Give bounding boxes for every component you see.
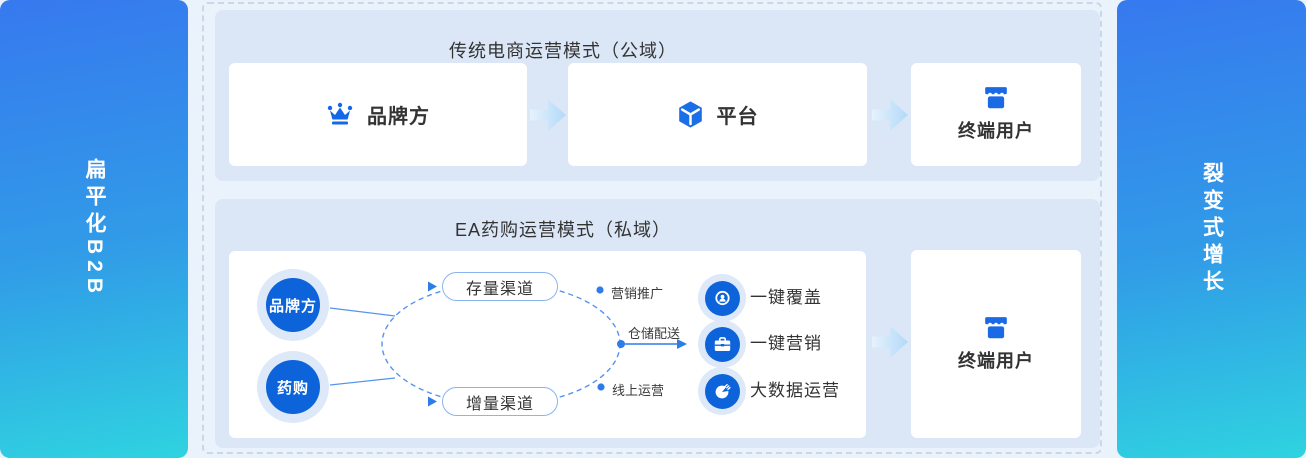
one-key-marketing-label: 一键营销 — [750, 334, 822, 353]
right-banner: 裂变式增长 — [1117, 0, 1306, 458]
marketing-promo-label: 营销推广 — [611, 286, 664, 301]
brand-node: 品牌方 — [266, 278, 320, 332]
online-operation-label: 线上运营 — [612, 383, 665, 398]
flow-card: 品牌方 药购 存量渠道 增量渠道 营销推广 仓储配送 线上运营 — [229, 251, 866, 438]
private-domain-panel: EA药购运营模式（私域） 品牌方 — [215, 199, 1100, 448]
badge-person-icon — [713, 289, 732, 308]
cube-icon — [677, 101, 704, 128]
brand-card: 品牌方 — [229, 63, 527, 166]
briefcase-icon — [713, 336, 732, 353]
right-banner-label: 裂变式增长 — [1200, 161, 1224, 297]
left-banner: 扁平化B2B — [0, 0, 188, 458]
storefront-icon — [983, 86, 1009, 110]
pie-data-icon — [713, 382, 732, 401]
incremental-channel-pill: 增量渠道 — [442, 387, 558, 416]
end-user-card-top: 终端用户 — [911, 63, 1081, 166]
end-user-card-bottom-label: 终端用户 — [958, 350, 1034, 371]
public-domain-title: 传统电商运营模式（公域） — [449, 41, 677, 61]
pharma-node: 药购 — [266, 360, 320, 414]
one-key-coverage-label: 一键覆盖 — [750, 288, 822, 307]
end-user-card-bottom: 终端用户 — [911, 250, 1081, 438]
flow-arrow-brand-to-platform — [530, 99, 566, 131]
existing-channel-label: 存量渠道 — [465, 280, 534, 298]
private-domain-title: EA药购运营模式（私域） — [454, 220, 671, 240]
platform-card: 平台 — [568, 63, 867, 166]
one-key-marketing-circle — [705, 327, 740, 362]
incremental-channel-label: 增量渠道 — [465, 395, 534, 413]
warehouse-delivery-label: 仓储配送 — [628, 326, 681, 341]
pharma-node-label: 药购 — [276, 379, 309, 397]
big-data-label: 大数据运营 — [750, 381, 840, 400]
storefront-icon — [983, 316, 1009, 340]
brand-node-label: 品牌方 — [268, 297, 317, 315]
flow-arrow-platform-to-user — [872, 99, 908, 131]
crown-icon — [326, 102, 354, 127]
dashed-frame — [202, 2, 1102, 454]
public-domain-panel: 传统电商运营模式（公域） 品牌方 — [215, 10, 1100, 181]
flow-arrow-to-end-user — [872, 326, 908, 358]
big-data-circle — [705, 374, 740, 409]
existing-channel-pill: 存量渠道 — [442, 272, 558, 301]
left-banner-label: 扁平化B2B — [83, 158, 106, 300]
end-user-card-top-label: 终端用户 — [958, 121, 1034, 141]
platform-card-label: 平台 — [716, 106, 759, 128]
one-key-coverage-circle — [705, 281, 740, 316]
brand-card-label: 品牌方 — [367, 106, 430, 128]
